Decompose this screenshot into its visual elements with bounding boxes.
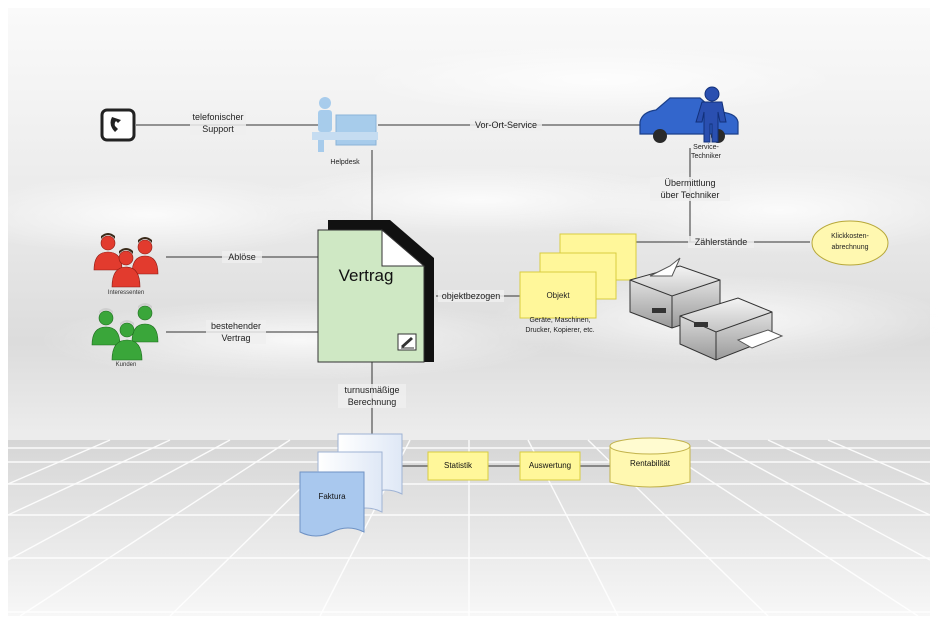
auswertung-label: Auswertung bbox=[528, 461, 572, 470]
edge-label-telefonischer-support: telefonischer Support bbox=[190, 111, 246, 135]
techniker-line: Techniker bbox=[691, 153, 721, 160]
helpdesk-label: Helpdesk bbox=[330, 159, 360, 166]
objekt-label: Objekt bbox=[546, 291, 570, 300]
interessenten-label: Interessenten bbox=[107, 290, 145, 296]
edge-label-objektbezogen: objektbezogen bbox=[438, 290, 504, 302]
service-techniker-label: Service- Techniker bbox=[684, 143, 728, 161]
klickkosten-label: Klickkosten- abrechnung bbox=[814, 231, 886, 253]
auswertung-box bbox=[519, 451, 581, 481]
edge-label-zaehlerstaende: Zählerstände bbox=[688, 236, 754, 248]
telefonischer-line: telefonischer bbox=[192, 112, 244, 122]
phone-icon bbox=[100, 108, 136, 142]
statistik-label: Statistik bbox=[443, 461, 472, 470]
abrechnung-line: abrechnung bbox=[831, 244, 869, 251]
edge-label-vor-ort-service: Vor-Ort-Service bbox=[470, 119, 542, 131]
helpdesk-icon bbox=[312, 97, 378, 152]
kunden-label: Kunden bbox=[115, 362, 137, 368]
rentabilitaet-label: Rentabilität bbox=[629, 459, 671, 468]
interessenten-icon bbox=[93, 233, 159, 288]
faktura-stack bbox=[299, 433, 403, 537]
edge-label-turnusmaessige: turnusmäßige Berechnung bbox=[338, 384, 406, 408]
copier-icon bbox=[679, 297, 784, 361]
klickkosten-ellipse bbox=[811, 220, 889, 266]
kunden-icon bbox=[91, 303, 159, 361]
uebermittlung-line: Übermittlung bbox=[664, 178, 716, 188]
turnusmaessige-line: turnusmäßige bbox=[344, 385, 400, 395]
faktura-label: Faktura bbox=[318, 492, 346, 501]
edge-label-abloese: Ablöse bbox=[222, 251, 262, 263]
vertrag-document bbox=[317, 220, 434, 363]
edge-label-bestehender-vertrag: bestehender Vertrag bbox=[206, 320, 266, 344]
vertrag-title: Vertrag bbox=[338, 266, 394, 285]
floor-grid bbox=[7, 439, 931, 617]
klickkosten-line: Klickkosten- bbox=[831, 233, 869, 240]
objekt-examples: Geräte, Maschinen, Drucker, Kopierer, et… bbox=[508, 316, 612, 336]
vertrag-line: Vertrag bbox=[221, 333, 251, 343]
rentabilitaet-cylinder bbox=[609, 437, 691, 488]
statistik-box bbox=[427, 451, 489, 481]
objekt-examples-line-1: Geräte, Maschinen, bbox=[529, 317, 591, 324]
objekt-stack bbox=[519, 233, 637, 319]
technician-icon bbox=[695, 86, 727, 143]
objekt-examples-line-2: Drucker, Kopierer, etc. bbox=[525, 327, 595, 334]
ueber-techniker-line: über Techniker bbox=[660, 190, 720, 200]
bestehender-line: bestehender bbox=[210, 321, 262, 331]
support-line: Support bbox=[202, 124, 234, 134]
berechnung-line: Berechnung bbox=[347, 397, 397, 407]
service-line: Service- bbox=[693, 144, 719, 151]
edge-label-uebermittlung: Übermittlung über Techniker bbox=[650, 177, 730, 201]
